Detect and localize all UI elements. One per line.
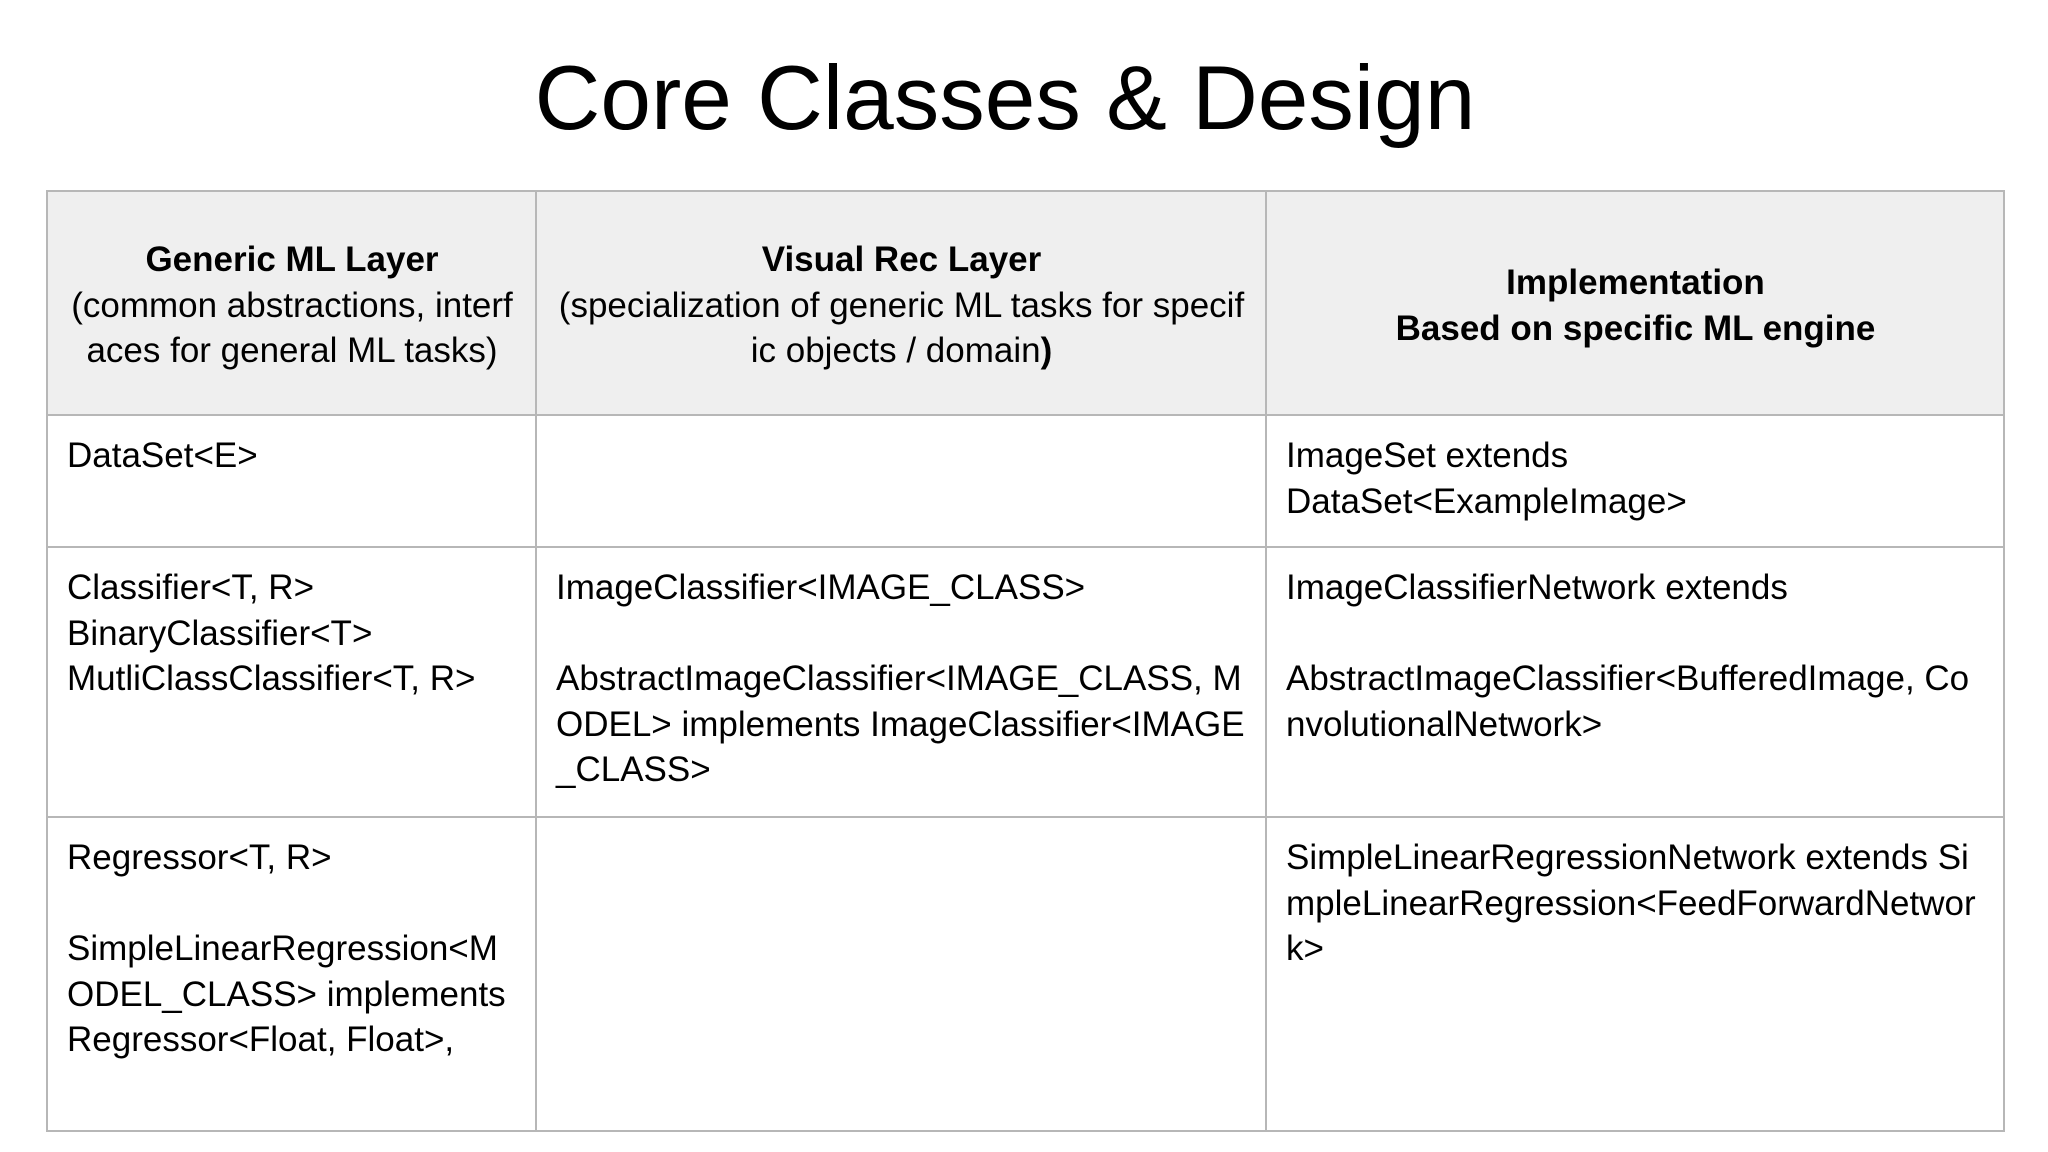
cell-implementation: SimpleLinearRegressionNetwork extends Si… [1265,816,2005,1132]
header-implementation-subtitle: Based on specific ML engine [1395,308,1876,348]
header-visual-subtitle: (specialization of generic ML tasks for … [558,285,1245,371]
header-generic-ml-layer: Generic ML Layer (common abstractions, in… [46,190,537,416]
table-header-row: Generic ML Layer (common abstractions, in… [46,190,2005,416]
cell-implementation: ImageSet extends DataSet<ExampleImage> [1265,414,2005,548]
header-generic-title: Generic ML Layer [145,240,439,280]
cell-generic: Regressor<T, R> SimpleLinearRegression<M… [46,816,537,1132]
header-implementation-title: Implementation [1506,263,1765,302]
table-row: Classifier<T, R> BinaryClassifier<T> Mut… [46,546,2005,818]
cell-visual [535,816,1267,1132]
table-row: DataSet<E> ImageSet extends DataSet<Exam… [46,414,2005,548]
core-classes-table: Generic ML Layer (common abstractions, in… [46,190,2005,1132]
cell-generic: DataSet<E> [46,414,537,548]
cell-generic: Classifier<T, R> BinaryClassifier<T> Mut… [46,546,537,818]
cell-visual: ImageClassifier<IMAGE_CLASS> AbstractIma… [535,546,1267,818]
header-visual-closing-paren: ) [1040,331,1053,371]
header-visual-rec-layer: Visual Rec Layer (specialization of gener… [535,190,1267,416]
table-row: Regressor<T, R> SimpleLinearRegression<M… [46,816,2005,1132]
header-visual-title: Visual Rec Layer [761,240,1042,280]
slide-title: Core Classes & Design [534,48,1476,149]
header-generic-subtitle: (common abstractions, interfaces for gen… [71,285,513,371]
cell-implementation: ImageClassifierNetwork extends AbstractI… [1265,546,2005,818]
cell-visual [535,414,1267,548]
